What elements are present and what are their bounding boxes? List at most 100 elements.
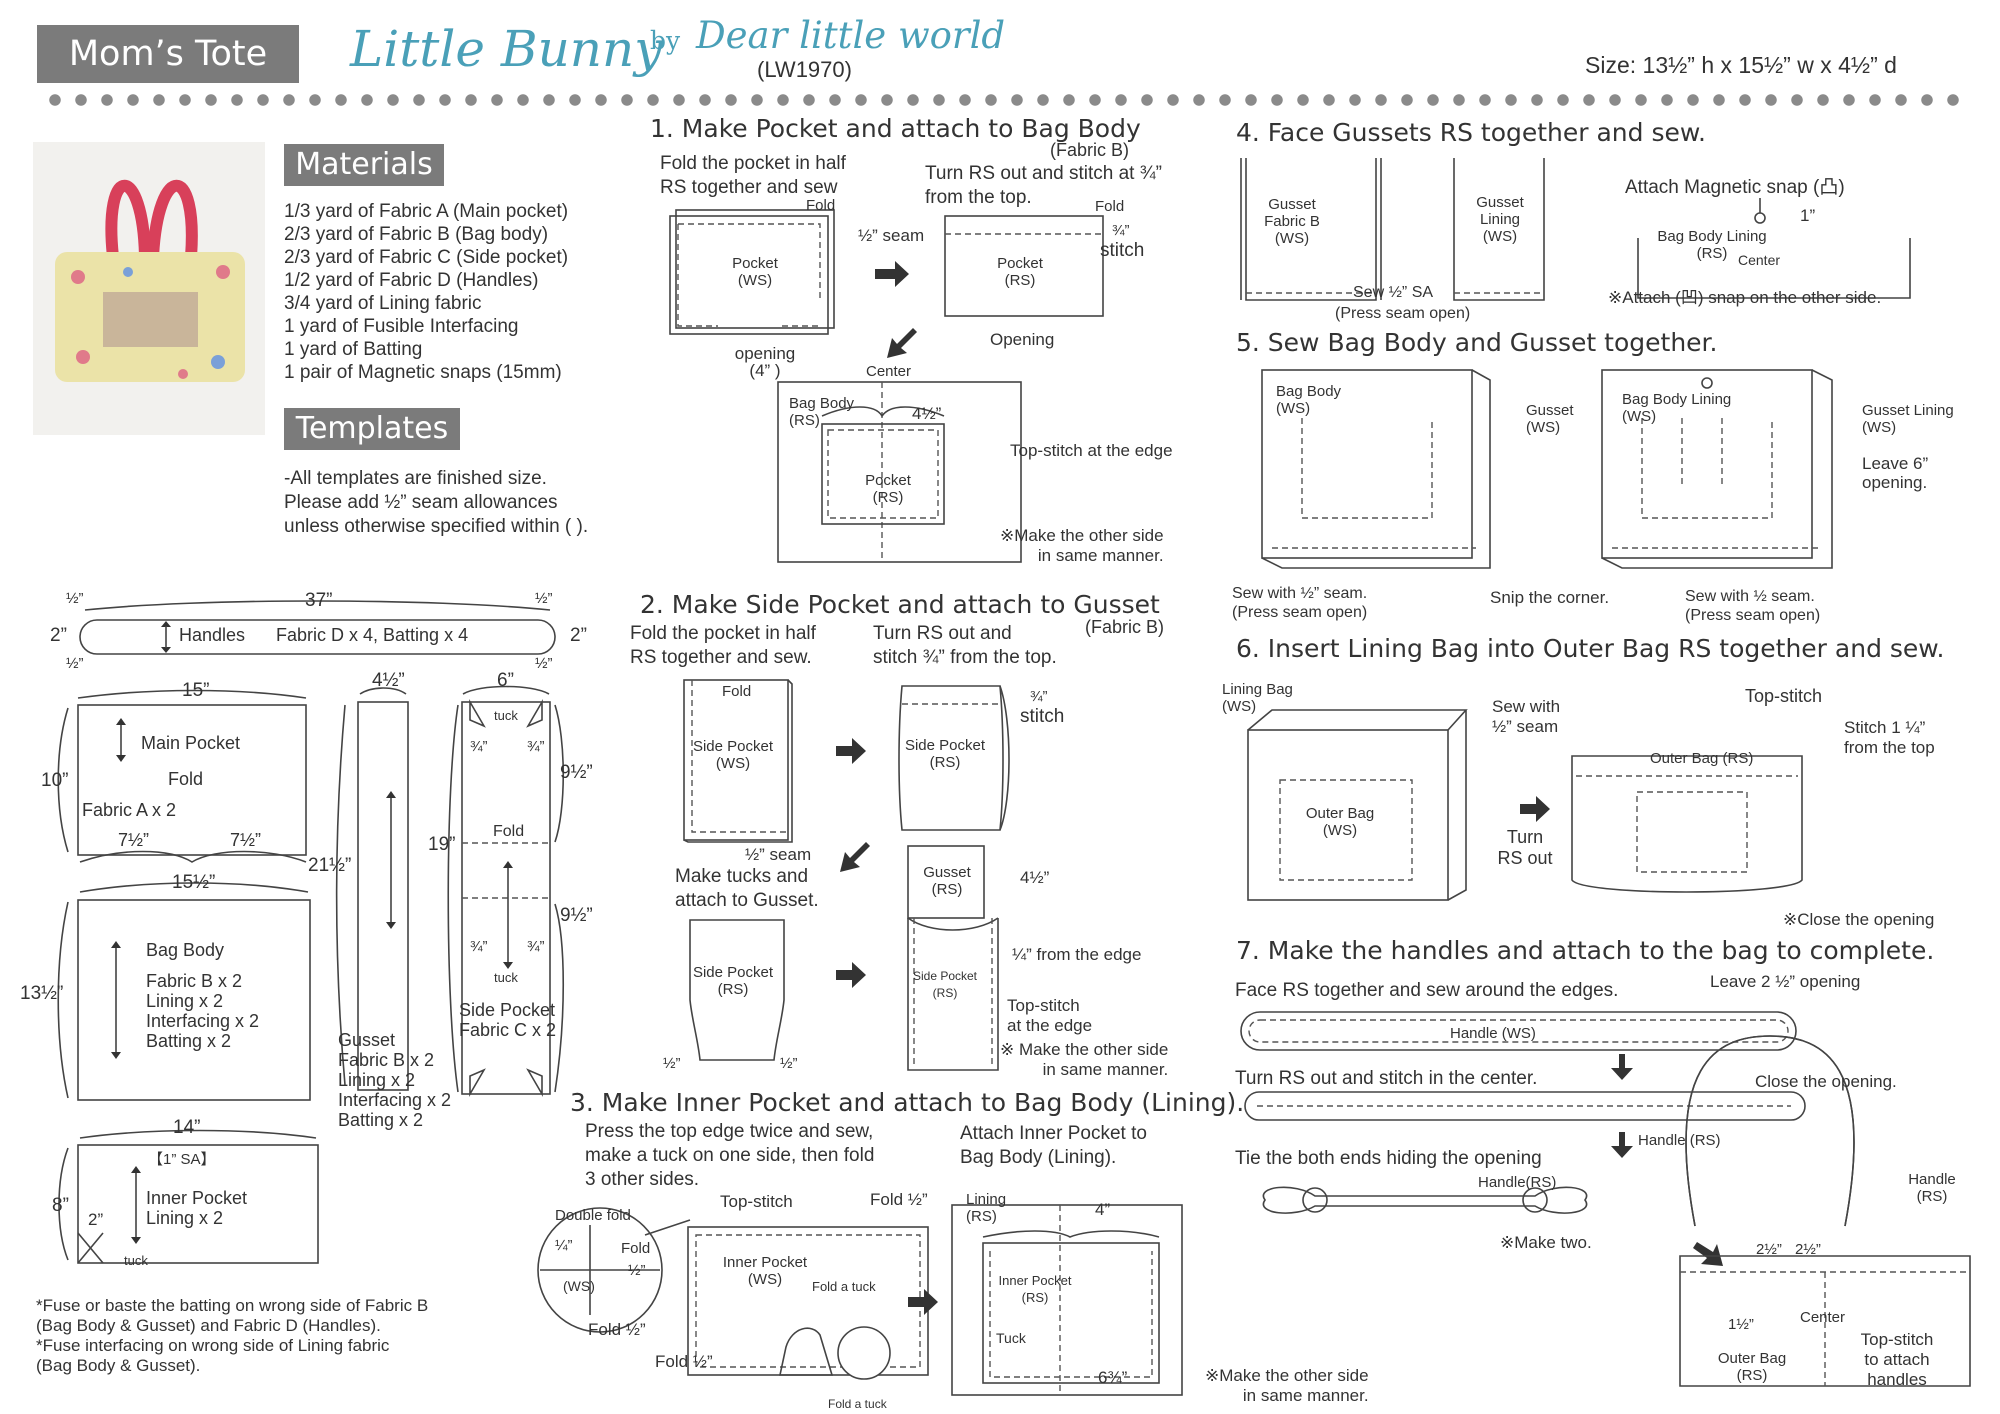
step1-instruction-a: Fold the pocket in half RS together and … [660, 152, 846, 200]
step3-ip-rs: Inner Pocket (RS) [998, 1273, 1072, 1305]
step1-topstitch: Top-stitch at the edge [1010, 441, 1173, 460]
handles-half-bl: ½” [66, 655, 84, 672]
step1-stitch: stitch [1100, 240, 1145, 261]
side-pocket-label: Side Pocket [459, 1000, 556, 1020]
step5-diagram [1261, 369, 1833, 569]
step4-diagram [1240, 158, 1911, 301]
step6-outer-rs: Outer Bag (RS) [1650, 750, 1754, 767]
step1-center: Center [866, 363, 912, 380]
material-item: 2/3 yard of Fabric C (Side pocket) [284, 247, 569, 268]
step6-lining: Lining Bag (WS) [1222, 681, 1293, 715]
main-pocket-fold: Fold [168, 769, 204, 789]
step1-pocket-ws: Pocket (WS) [732, 255, 778, 289]
handles-length: 37” [305, 590, 333, 611]
bag-body-label: Bag Body [146, 940, 225, 960]
step3-topstitch: Top-stitch [720, 1192, 793, 1211]
step1-fold-2: Fold [1095, 198, 1125, 215]
step7-handle-ws: Handle (WS) [1450, 1025, 1536, 1042]
pattern-pieces-diagram [57, 600, 565, 1264]
step1-stitch-q: ¾” [1112, 222, 1130, 239]
step1-a2: RS together and sew [660, 177, 838, 198]
inner-pocket-spec: Lining x 2 [146, 1208, 224, 1228]
step1-opening: opening (4” ) [734, 344, 796, 380]
step6-title: 6. Insert Lining Bag into Outer Bag RS t… [1236, 634, 1945, 663]
step7-leave: Leave 2 ½” opening [1710, 972, 1861, 991]
step2-stitch: stitch [1020, 706, 1065, 727]
inner-pocket-sa: 【1” SA】 [148, 1151, 216, 1168]
step3-instruction-b: Attach Inner Pocket to Bag Body (Lining)… [960, 1122, 1147, 1170]
main-pocket-half-l: 7½” [118, 830, 150, 850]
gusset-spec-item: Lining x 2 [338, 1070, 416, 1090]
side-pocket-q4: ¾” [527, 938, 545, 955]
dotted-divider [42, 93, 1972, 107]
handles-half-br: ½” [535, 655, 553, 672]
step1-pocket-rs: Pocket (RS) [997, 255, 1043, 289]
step2-sp-rs-3: Side Pocket (RS) [912, 969, 978, 1000]
step2-instruction-b: Turn RS out and stitch ¾” from the top. [873, 622, 1057, 670]
step2-note-2: in same manner. [1042, 1060, 1169, 1079]
step4-one-inch: 1” [1800, 206, 1816, 225]
step6-stitch: Stitch 1 ¼” from the top [1844, 718, 1935, 757]
footnote-line: (Bag Body & Gusset). [36, 1356, 201, 1375]
pattern-title: Little Bunny [350, 20, 663, 78]
step3-ws: (WS) [563, 1278, 595, 1294]
inner-pocket-width: 14” [173, 1117, 201, 1138]
step4-press: (Press seam open) [1335, 305, 1471, 322]
step5-bbl: Bag Body Lining (WS) [1622, 391, 1732, 425]
step1-instruction-b: Turn RS out and stitch at ¾” from the to… [925, 162, 1162, 210]
step7-topstitch: Top-stitch to attach handles [1860, 1330, 1934, 1389]
step2-instruction-a: Fold the pocket in half RS together and … [630, 622, 816, 670]
gusset-width: 4½” [372, 670, 405, 691]
bag-body-height: 13½” [20, 983, 64, 1004]
step1-bagbody: Bag Body (RS) [789, 395, 855, 429]
step3-tuck: Tuck [996, 1330, 1026, 1346]
inner-pocket-label: Inner Pocket [146, 1188, 248, 1208]
handles-width-l: 2” [50, 625, 67, 646]
side-pocket-spec-item: Fabric C x 2 [459, 1020, 557, 1040]
step3-note-1: ※Make the other side [1205, 1366, 1369, 1385]
handles-piece [79, 619, 556, 655]
templates-notes: -All templates are finished size. Please… [284, 467, 588, 539]
gusset-spec-item: Fabric B x 2 [338, 1050, 435, 1070]
templates-note-3: unless otherwise specified within ( ). [284, 516, 589, 537]
step3-instruction-a: Press the top edge twice and sew, make a… [585, 1120, 874, 1192]
step3-lining: Lining (RS) [966, 1191, 1007, 1225]
step1-dim: 4½” [912, 404, 942, 423]
step3-a1: Press the top edge twice and sew, [585, 1121, 874, 1142]
material-item: 2/3 yard of Fabric B (Bag body) [284, 224, 549, 245]
step1-note-2: in same manner. [1037, 546, 1164, 565]
step5-gusset: Gusset (WS) [1526, 402, 1574, 436]
step2-ts-1: Top-stitch [1007, 996, 1080, 1015]
step2-diagram [683, 679, 1010, 1071]
step3-dim6: 6¾” [1098, 1368, 1128, 1387]
step2-topstitch: Top-stitch at the edge [1007, 996, 1092, 1036]
step4-bbl: Bag Body Lining (RS) [1657, 228, 1767, 262]
step3-a3: 3 other sides. [585, 1169, 700, 1190]
arrow-down-right-icon [1693, 1242, 1723, 1266]
inner-pocket-height: 8” [52, 1195, 69, 1216]
step5-sew-1: Sew with ½” seam. (Press seam open) [1232, 585, 1368, 621]
step7-close: Close the opening. [1755, 1072, 1897, 1091]
arrow-right-icon [1520, 796, 1550, 822]
handles-half-tl: ½” [66, 590, 84, 607]
inner-pocket-tuck: tuck [124, 1253, 148, 1268]
step7-face: Face RS together and sew around the edge… [1235, 980, 1619, 1001]
pocket-turned [944, 215, 1104, 317]
arrow-down-left-icon [840, 842, 870, 872]
material-item: 1 pair of Magnetic snaps (15mm) [284, 362, 562, 383]
step3-quarter: ¼” [555, 1237, 573, 1254]
step7-handle-rs-2: Handle(RS) [1478, 1174, 1557, 1191]
bag-body-spec-item: Batting x 2 [146, 1031, 232, 1051]
side-pocket-q2: ¾” [527, 738, 545, 755]
step2-fold: Fold [722, 683, 752, 700]
bag-body-spec: Fabric B x 2 Lining x 2 Interfacing x 2 … [146, 971, 259, 1051]
step4-gusset-fabric: Gusset Fabric B (WS) [1264, 196, 1320, 247]
step6-sew: Sew with ½” seam [1492, 697, 1561, 736]
step2-tucks-1: Make tucks and [675, 866, 809, 887]
step1-opening-2: Opening [990, 330, 1055, 349]
step3-a2: make a tuck on one side, then fold [585, 1145, 875, 1166]
step7-dim-1: 2½” [1756, 1241, 1782, 1258]
step2-half-2: ½” [780, 1055, 798, 1072]
step3-dim4: 4” [1095, 1200, 1111, 1219]
inner-pocket-depth: 2” [88, 1210, 104, 1229]
